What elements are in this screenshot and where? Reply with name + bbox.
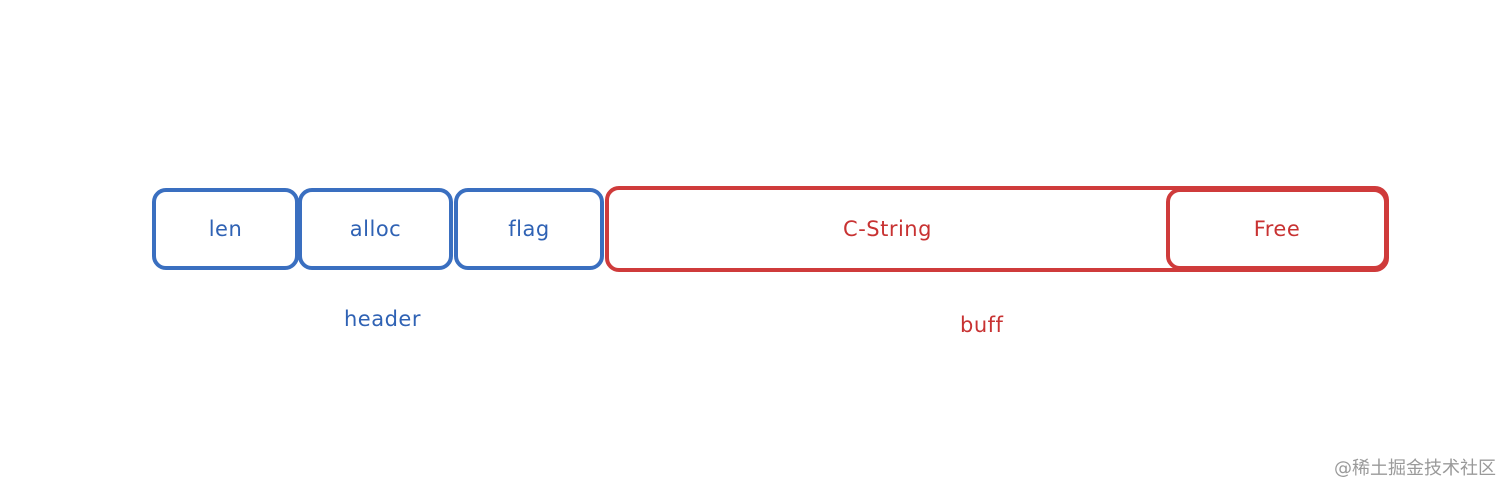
- buff-caption: buff: [960, 313, 1004, 337]
- header-caption: header: [344, 307, 421, 331]
- len-box: len: [152, 188, 299, 270]
- free-label: Free: [1253, 217, 1301, 241]
- flag-box: flag: [454, 188, 604, 270]
- flag-label: flag: [508, 217, 550, 241]
- free-box: Free: [1166, 188, 1388, 270]
- alloc-box: alloc: [298, 188, 453, 270]
- cstring-label: C-String: [843, 217, 932, 241]
- len-label: len: [208, 217, 243, 241]
- alloc-label: alloc: [349, 217, 402, 241]
- watermark-text: @稀土掘金技术社区: [1334, 458, 1496, 479]
- cstring-box: C-String: [605, 186, 1170, 272]
